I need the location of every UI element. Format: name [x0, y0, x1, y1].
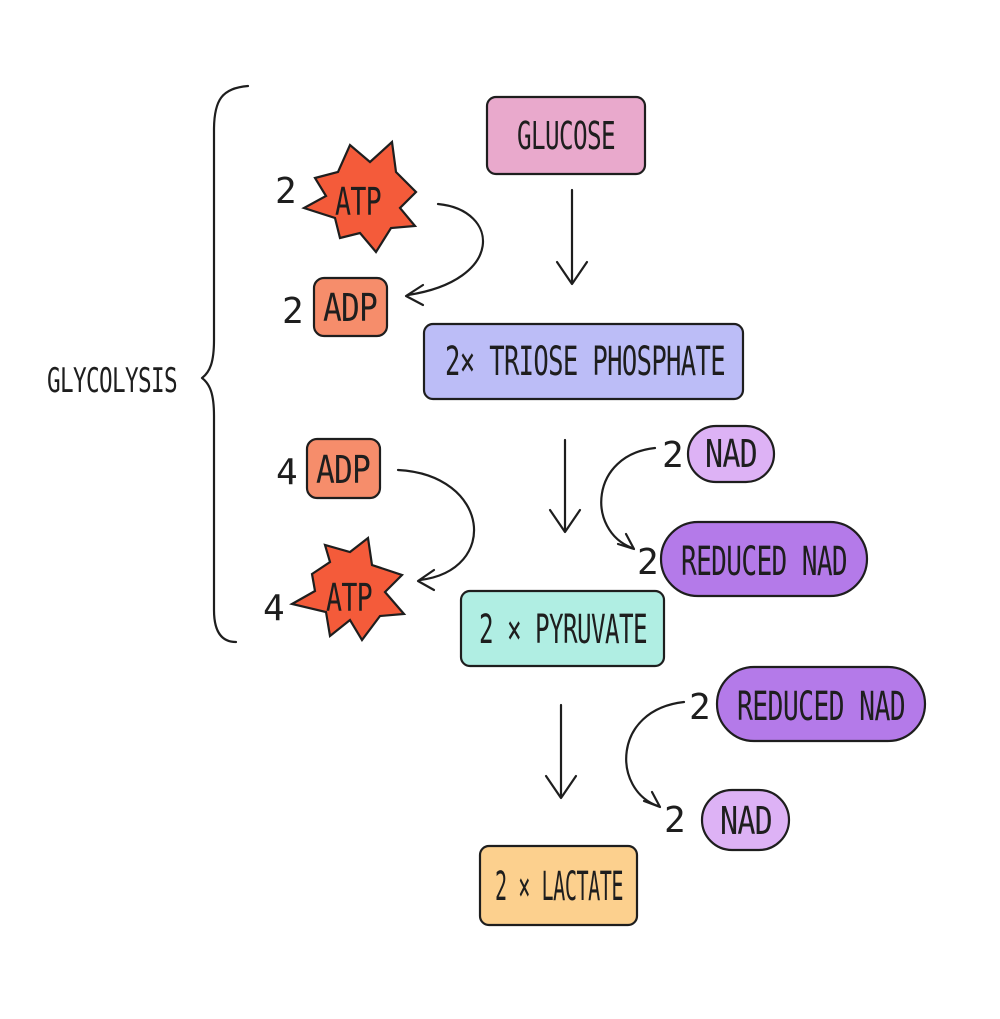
arrow-adp-to-atp-payoff	[396, 468, 476, 592]
glucose-box	[485, 95, 647, 176]
payoff-adp-count: 4	[276, 452, 298, 493]
payoff-atp-star: ATP	[289, 535, 407, 642]
glucose-label: GLUCOSE	[517, 114, 615, 158]
arrow-reduced-nad-to-nad	[625, 700, 686, 809]
oxidation-nad-label: NAD	[705, 432, 757, 476]
oxidation-reduced-nad-label: REDUCED NAD	[681, 539, 847, 585]
pyruvate-box	[459, 589, 666, 668]
lactate-nad-label: NAD	[720, 799, 772, 843]
arrow-pyruvate-to-lactate	[544, 703, 578, 800]
arrow-nad-to-reduced-nad	[600, 446, 657, 551]
triose-phosphate-box	[422, 322, 745, 401]
glycolysis-label: GLYCOLYSIS	[47, 361, 177, 401]
arrow-atp-to-adp-investment	[404, 202, 484, 307]
glucose-node: GLUCOSE	[485, 95, 647, 176]
investment-adp-count: 2	[282, 291, 304, 332]
investment-atp-star: ATP	[301, 139, 418, 254]
payoff-atp-count: 4	[263, 588, 285, 629]
oxidation-nad-node: NAD	[686, 424, 776, 484]
oxidation-reduced-nad-pill	[659, 520, 869, 598]
lactate-node: 2 × LACTATE	[478, 844, 639, 927]
oxidation-reduced-count: 2	[637, 542, 659, 583]
lactate-reduced-nad-pill	[715, 665, 927, 743]
investment-adp-label: ADP	[323, 286, 377, 330]
oxidation-nad-count: 2	[662, 435, 684, 476]
payoff-adp-box	[305, 437, 382, 500]
lactate-nad-node: NAD	[700, 788, 791, 852]
oxidation-reduced-nad-node: REDUCED NAD	[659, 520, 869, 598]
investment-adp-node: ADP	[312, 276, 389, 338]
arrow-triose-to-pyruvate	[548, 438, 582, 534]
arrow-glucose-to-triose	[555, 188, 589, 286]
glycolysis-brace	[200, 84, 250, 644]
lactate-nad-pill	[700, 788, 791, 852]
lactate-box	[478, 844, 639, 927]
oxidation-nad-pill	[686, 424, 776, 484]
triose-phosphate-node: 2× TRIOSE PHOSPHATE	[422, 322, 745, 401]
lactate-reduced-nad-node: REDUCED NAD	[715, 665, 927, 743]
investment-atp-label: ATP	[335, 180, 381, 224]
investment-atp-count: 2	[275, 171, 297, 212]
pyruvate-node: 2 × PYRUVATE	[459, 589, 666, 668]
investment-adp-box	[312, 276, 389, 338]
lactate-nad-count: 2	[664, 800, 686, 841]
payoff-adp-node: ADP	[305, 437, 382, 500]
payoff-atp-label: ATP	[326, 576, 372, 620]
lactate-reduced-count: 2	[689, 687, 711, 728]
pyruvate-label: 2 × PYRUVATE	[479, 607, 647, 653]
triose-phosphate-label: 2× TRIOSE PHOSPHATE	[445, 339, 725, 385]
lactate-reduced-nad-label: REDUCED NAD	[737, 684, 905, 730]
lactate-label: 2 × LACTATE	[495, 864, 623, 910]
payoff-adp-label: ADP	[316, 448, 370, 492]
